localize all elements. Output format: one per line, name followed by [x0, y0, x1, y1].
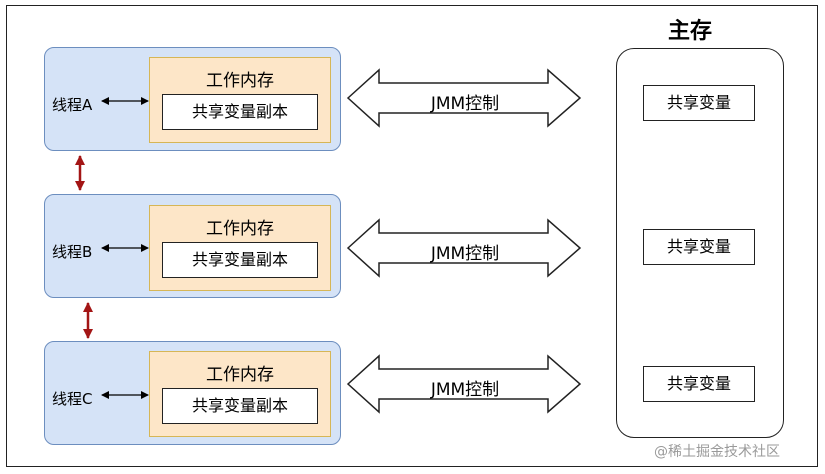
thread-b-label: 线程B [52, 243, 93, 261]
jmm-control-label-3: JMM控制 [430, 380, 500, 400]
thread-b-work-memory: 工作内存 共享变量副本 [149, 205, 331, 291]
shared-variable-1: 共享变量 [643, 85, 755, 121]
jmm-control-label-1: JMM控制 [430, 94, 500, 114]
watermark: @稀土掘金技术社区 [654, 444, 780, 460]
jmm-arrow-3 [346, 354, 582, 414]
main-memory-title: 主存 [668, 19, 713, 44]
shared-variable-copy: 共享变量副本 [162, 94, 318, 130]
main-memory-box [616, 48, 784, 438]
jmm-control-label-2: JMM控制 [430, 244, 500, 264]
jmm-arrow-1 [346, 68, 582, 128]
shared-variable-2: 共享变量 [643, 229, 755, 265]
thread-a-work-memory: 工作内存 共享变量副本 [149, 57, 331, 143]
shared-variable-copy: 共享变量副本 [162, 242, 318, 278]
jmm-arrow-2 [346, 218, 582, 278]
shared-variable-3: 共享变量 [643, 366, 755, 402]
work-memory-title: 工作内存 [206, 219, 274, 239]
diagram-frame [6, 5, 818, 467]
work-memory-title: 工作内存 [206, 365, 274, 385]
thread-a-label: 线程A [52, 96, 93, 114]
thread-c-work-memory: 工作内存 共享变量副本 [149, 351, 331, 437]
work-memory-title: 工作内存 [206, 71, 274, 91]
shared-variable-copy: 共享变量副本 [162, 388, 318, 424]
thread-c-label: 线程C [52, 390, 93, 408]
